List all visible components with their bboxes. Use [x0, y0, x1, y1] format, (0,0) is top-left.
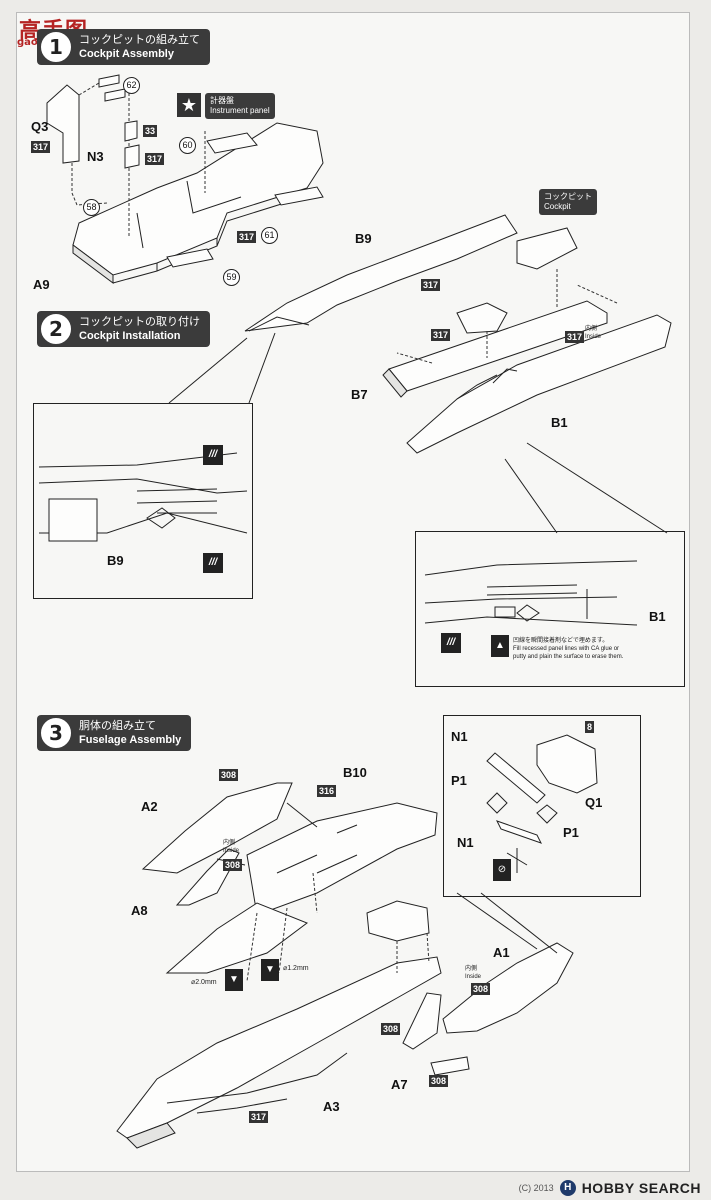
paint-code-317-b7: 317 [431, 329, 451, 341]
fill-panel-lines-note: 凹線を瞬間接着剤などで埋めます。 Fill recessed panel lin… [513, 637, 624, 660]
paint-code-317-b1: 317 [565, 331, 585, 343]
part-b1-label: B1 [551, 415, 568, 430]
b9-fuselage-drawing [168, 214, 672, 534]
part-p1-right-label: P1 [563, 825, 579, 840]
paint-code-317-a9: 317 [237, 231, 257, 243]
fill-putty-icon: ▲ [491, 635, 509, 657]
b1-detail-box [415, 531, 685, 687]
footer: (C) 2013 H HOBBY SEARCH [519, 1180, 701, 1196]
decal-61: 61 [261, 227, 278, 244]
step-1-number: 1 [39, 30, 73, 64]
hobby-search-logo-icon: H [559, 1180, 576, 1196]
part-b10-label: B10 [343, 765, 367, 780]
drill-2mm-icon: ▼ [225, 969, 243, 991]
paint-code-317-n3: 317 [145, 153, 165, 165]
panel-line-decal-icon: /// [203, 553, 223, 573]
b9-detail-drawing [38, 452, 248, 542]
inside-note-a1: 内側 Inside [465, 965, 482, 980]
paint-code-308-a2: 308 [219, 769, 239, 781]
part-a3-label: A3 [323, 1099, 340, 1114]
panel-line-decal-icon: /// [441, 633, 461, 653]
paint-code-317-a3: 317 [249, 1111, 269, 1123]
detail-b9-label: B9 [107, 553, 124, 568]
part-q1-label: Q1 [585, 795, 603, 810]
part-a2-label: A2 [141, 799, 158, 814]
nozzle-detail-box [443, 715, 641, 897]
part-a1-label: A1 [493, 945, 510, 960]
instruction-sheet: 高手图 gao-shou.com 1 コックピットの組み立て Cockpit A… [16, 12, 690, 1172]
fuselage-assembly-drawing [116, 782, 574, 1149]
part-p1-left-label: P1 [451, 773, 467, 788]
decal-58: 58 [83, 199, 100, 216]
panel-line-decal-icon: /// [203, 445, 223, 465]
inside-note-a8: 内側 Inside [223, 839, 240, 854]
drill-1-2mm-icon: ▼ [261, 959, 279, 981]
footer-copyright: (C) 2013 [518, 1183, 554, 1193]
footer-brand: HOBBY SEARCH [581, 1180, 701, 1196]
step-1-header: 1 コックピットの組み立て Cockpit Assembly [37, 29, 210, 65]
step-3-header: 3 胴体の組み立て Fuselage Assembly [37, 715, 192, 751]
step-3-title-jp: 胴体の組み立て [79, 719, 156, 732]
step-3-number: 3 [39, 716, 73, 750]
part-q3-label: Q3 [31, 119, 49, 134]
paint-code-308-bottom: 308 [429, 1075, 449, 1087]
b9-detail-box [33, 403, 253, 599]
instrument-panel-badge: 計器盤 Instrument panel [205, 93, 275, 119]
cockpit-tub-drawing [46, 74, 324, 284]
part-a8-label: A8 [131, 903, 148, 918]
step-2-title-jp: コックピットの取り付け [79, 315, 200, 328]
step-2-title-en: Cockpit Installation [79, 330, 181, 342]
decal-62: 62 [123, 77, 140, 94]
step-1-title-en: Cockpit Assembly [79, 48, 174, 60]
paint-code-308-a7: 308 [381, 1023, 401, 1035]
paint-code-317-q3: 317 [31, 141, 51, 153]
drill-2mm-label: ⌀2.0mm [191, 979, 217, 986]
part-n1-bottom-label: N1 [457, 835, 474, 850]
no-glue-icon: ⊘ [493, 859, 511, 881]
part-n1-top-label: N1 [451, 729, 468, 744]
detail-b1-label: B1 [649, 609, 666, 624]
b1-detail-drawing [424, 560, 638, 626]
assembly-drawings [38, 74, 672, 1149]
cockpit-badge: コックピット Cockpit [539, 189, 597, 215]
paint-code-317-b9: 317 [421, 279, 441, 291]
inside-note-b1: 内側 Inside [585, 325, 602, 340]
step-2-header: 2 コックピットの取り付け Cockpit Installation [37, 311, 210, 347]
step-2-number: 2 [39, 312, 73, 346]
part-b9-label: B9 [355, 231, 372, 246]
paint-code-316: 316 [317, 785, 337, 797]
part-b7-label: B7 [351, 387, 368, 402]
paint-code-308-a8: 308 [223, 859, 243, 871]
decal-59: 59 [223, 269, 240, 286]
step-3-title-en: Fuselage Assembly [79, 734, 182, 746]
step-1-title-jp: コックピットの組み立て [79, 33, 200, 46]
drill-1-2mm-label: ⌀1.2mm [283, 965, 309, 972]
part-n3-label: N3 [87, 149, 104, 164]
part-a9-label: A9 [33, 277, 50, 292]
paint-code-308-a1: 308 [471, 983, 491, 995]
star-icon: ★ [177, 93, 201, 117]
paint-code-8: 8 [585, 721, 595, 733]
decal-60: 60 [179, 137, 196, 154]
nozzle-detail-drawing [486, 734, 598, 873]
paint-code-33: 33 [143, 125, 158, 137]
part-a7-label: A7 [391, 1077, 408, 1092]
